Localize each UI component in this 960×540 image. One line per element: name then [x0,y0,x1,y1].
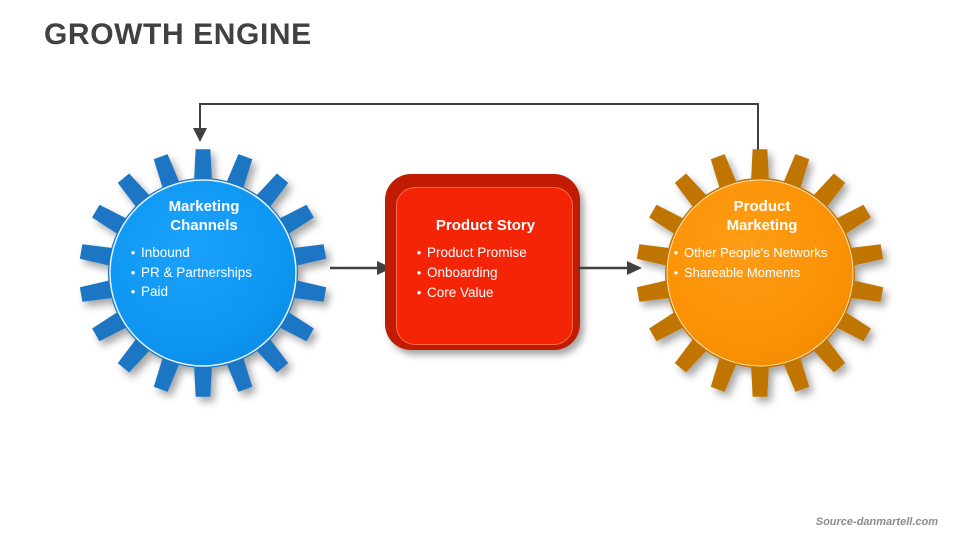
red-box-fill [396,187,573,345]
connector-blue-to-red [330,261,392,275]
arrow-head [377,261,392,275]
gear-shape-blue [79,149,327,397]
node-product-marketing[interactable]: Product Marketing • Other People's Netwo… [632,145,888,401]
bullet-list-product-story: • Product Promise • Onboarding • Core Va… [399,243,572,303]
bullet-label: Onboarding [427,265,498,280]
arrow-head [627,261,642,275]
list-item: • Onboarding [411,263,572,283]
connector-red-to-orange [578,261,642,275]
gear-shape-orange [636,149,884,397]
gear-inner-circle-blue [109,179,297,367]
bullet-label: Product Promise [427,245,527,260]
gear-inner-circle-orange [666,179,854,367]
page-title: GROWTH ENGINE [44,18,312,51]
connector-feedback-loop [193,103,759,150]
list-item: • Core Value [411,283,572,303]
feedback-loop-path [199,103,759,150]
node-title-product-story: Product Story [435,217,536,234]
node-product-story[interactable]: Product Story • Product Promise • Onboar… [385,174,580,350]
bullet-dot-icon: • [416,265,422,280]
node-marketing-channels[interactable]: Marketing Channels • Inbound • PR & Part… [75,145,331,401]
node-content-product-story: Product Story • Product Promise • Onboar… [399,216,572,303]
feedback-loop-arrowhead [193,128,207,142]
source-credit: Source-danmartell.com [815,516,938,528]
list-item: • Product Promise [411,243,572,263]
bullet-label: Core Value [427,285,494,300]
bullet-dot-icon: • [416,285,422,300]
bullet-dot-icon: • [416,245,422,260]
